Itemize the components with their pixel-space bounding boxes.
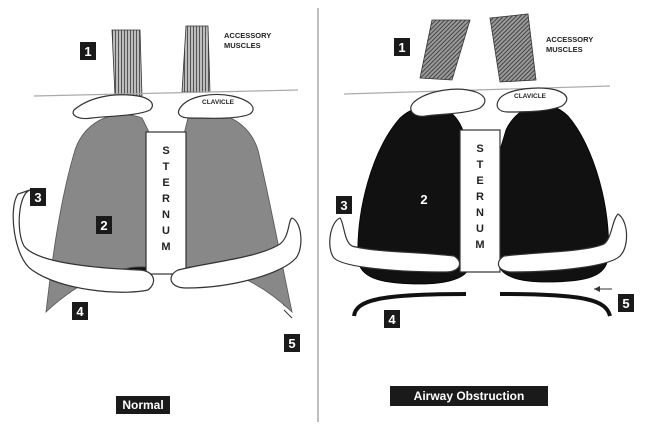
marker-4: 4 <box>76 304 84 319</box>
sternum-letter: U <box>162 225 170 237</box>
label-accessory-line1: ACCESSORY <box>546 35 593 44</box>
marker-1: 1 <box>398 40 405 55</box>
caption-normal: Normal <box>122 398 163 412</box>
label-accessory-line1: ACCESSORY <box>224 31 271 40</box>
marker-2: 2 <box>100 218 107 233</box>
accessory-muscle-left <box>112 30 142 96</box>
accessory-muscle-right <box>490 14 536 82</box>
sternum-letter: R <box>476 191 484 203</box>
sternum-letter: R <box>162 193 170 205</box>
sternum-letter: S <box>162 145 169 157</box>
sternum-letter: E <box>476 175 483 187</box>
marker-2: 2 <box>420 192 427 207</box>
label-clavicle: CLAVICLE <box>202 99 235 106</box>
sternum-letter: T <box>163 161 170 173</box>
caption-obstruction: Airway Obstruction <box>414 389 525 403</box>
sternum-letter: T <box>477 159 484 171</box>
clavicle-line <box>34 90 298 96</box>
sternum-letter: S <box>476 143 483 155</box>
marker-5: 5 <box>288 336 295 351</box>
marker-3: 3 <box>340 198 347 213</box>
panel-normal <box>13 26 301 318</box>
label-accessory-line2: MUSCLES <box>224 41 261 50</box>
clavicle-left <box>73 95 152 119</box>
marker-3: 3 <box>34 190 41 205</box>
marker-4: 4 <box>388 312 396 327</box>
accessory-muscle-right <box>182 26 210 92</box>
sternum-letter: U <box>476 223 484 235</box>
sternum-letter: M <box>161 241 170 253</box>
marker-1: 1 <box>84 44 91 59</box>
clavicle-left <box>411 89 485 116</box>
label-clavicle: CLAVICLE <box>514 93 547 100</box>
sternum-letter: N <box>476 207 484 219</box>
sternum-letter: N <box>162 209 170 221</box>
diaphragm-right <box>500 294 610 316</box>
sternum-letter: M <box>475 239 484 251</box>
accessory-muscle-left <box>420 20 470 80</box>
marker-5: 5 <box>622 296 629 311</box>
label-accessory-line2: MUSCLES <box>546 45 583 54</box>
diaphragm-left <box>354 294 466 316</box>
clavicle-right <box>497 88 567 112</box>
sternum-letter: E <box>162 177 169 189</box>
arrow-5-head <box>594 286 600 292</box>
